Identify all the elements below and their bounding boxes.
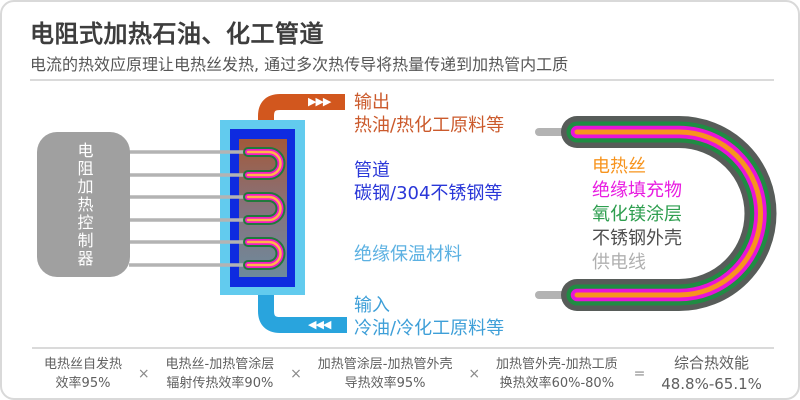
legend-heating-wire: 电热丝 [592, 156, 646, 177]
tube-layer-legend: 电热丝 绝缘填充物 氧化镁涂层 不锈钢外壳 供电线 [592, 155, 682, 275]
formula-term: 电热丝-加热管涂层 辐射传热效率90% [165, 357, 275, 391]
heating-element-u [243, 192, 286, 225]
output-title: 输出 [354, 92, 390, 113]
formula-term: 电热丝自发热 效率95% [44, 357, 123, 391]
control-wires [129, 150, 249, 267]
flow-left-arrows-icon: ◀◀◀ [308, 318, 331, 331]
legend-mgo-coating: 氧化镁涂层 [592, 204, 682, 225]
multiply-sign: × [468, 366, 481, 382]
output-pipe-shape [258, 94, 345, 152]
pipe-title: 管道 [354, 160, 390, 181]
tube-cross-section [535, 116, 777, 311]
flow-right-arrows-icon: ▶▶▶ [308, 95, 331, 108]
multiply-sign: × [137, 366, 150, 382]
input-pipe-shape [258, 277, 347, 333]
resistance-heating-controller-box: 电阻加热控制器 [37, 132, 130, 277]
legend-power-lead: 供电线 [592, 252, 646, 273]
efficiency-formula: 电热丝自发热 效率95% × 电热丝-加热管涂层 辐射传热效率90% × 加热管… [32, 353, 774, 395]
tube-wire-stroke [574, 129, 763, 298]
input-title: 输入 [354, 295, 390, 316]
pipe-desc: 碳钢/304不锈钢等 [354, 183, 503, 204]
legend-steel-shell: 不锈钢外壳 [592, 228, 682, 249]
legend-insulation-filler: 绝缘填充物 [592, 180, 682, 201]
formula-term: 加热管涂层-加热管外壳 导热效率95% [317, 357, 453, 391]
page-subtitle: 电流的热效应原理让电热丝发热, 通过多次热传导将热量传递到加热管内工质 [30, 55, 569, 74]
output-label: 输出 热油/热化工原料等 [354, 91, 504, 137]
page-title: 电阻式加热石油、化工管道 [30, 20, 324, 48]
controller-label: 电阻加热控制器 [74, 141, 94, 268]
input-label: 输入 冷油/冷化工原料等 [354, 294, 504, 340]
equals-sign: = [633, 366, 646, 382]
pipe-label: 管道 碳钢/304不锈钢等 [354, 159, 502, 205]
heating-element-u [243, 147, 286, 180]
header-divider [30, 79, 774, 81]
heating-elements [243, 147, 286, 270]
output-desc: 热油/热化工原料等 [354, 115, 505, 136]
heating-element-u [243, 237, 286, 270]
input-desc: 冷油/冷化工原料等 [354, 318, 505, 339]
formula-result: 综合热效能 48.8%-65.1% [661, 354, 762, 393]
formula-term: 加热管外壳-加热工质 换热效率60%-80% [495, 357, 618, 391]
multiply-sign: × [290, 366, 302, 382]
formula-divider [32, 347, 774, 349]
insulation-label: 绝缘保温材料 [354, 244, 462, 265]
